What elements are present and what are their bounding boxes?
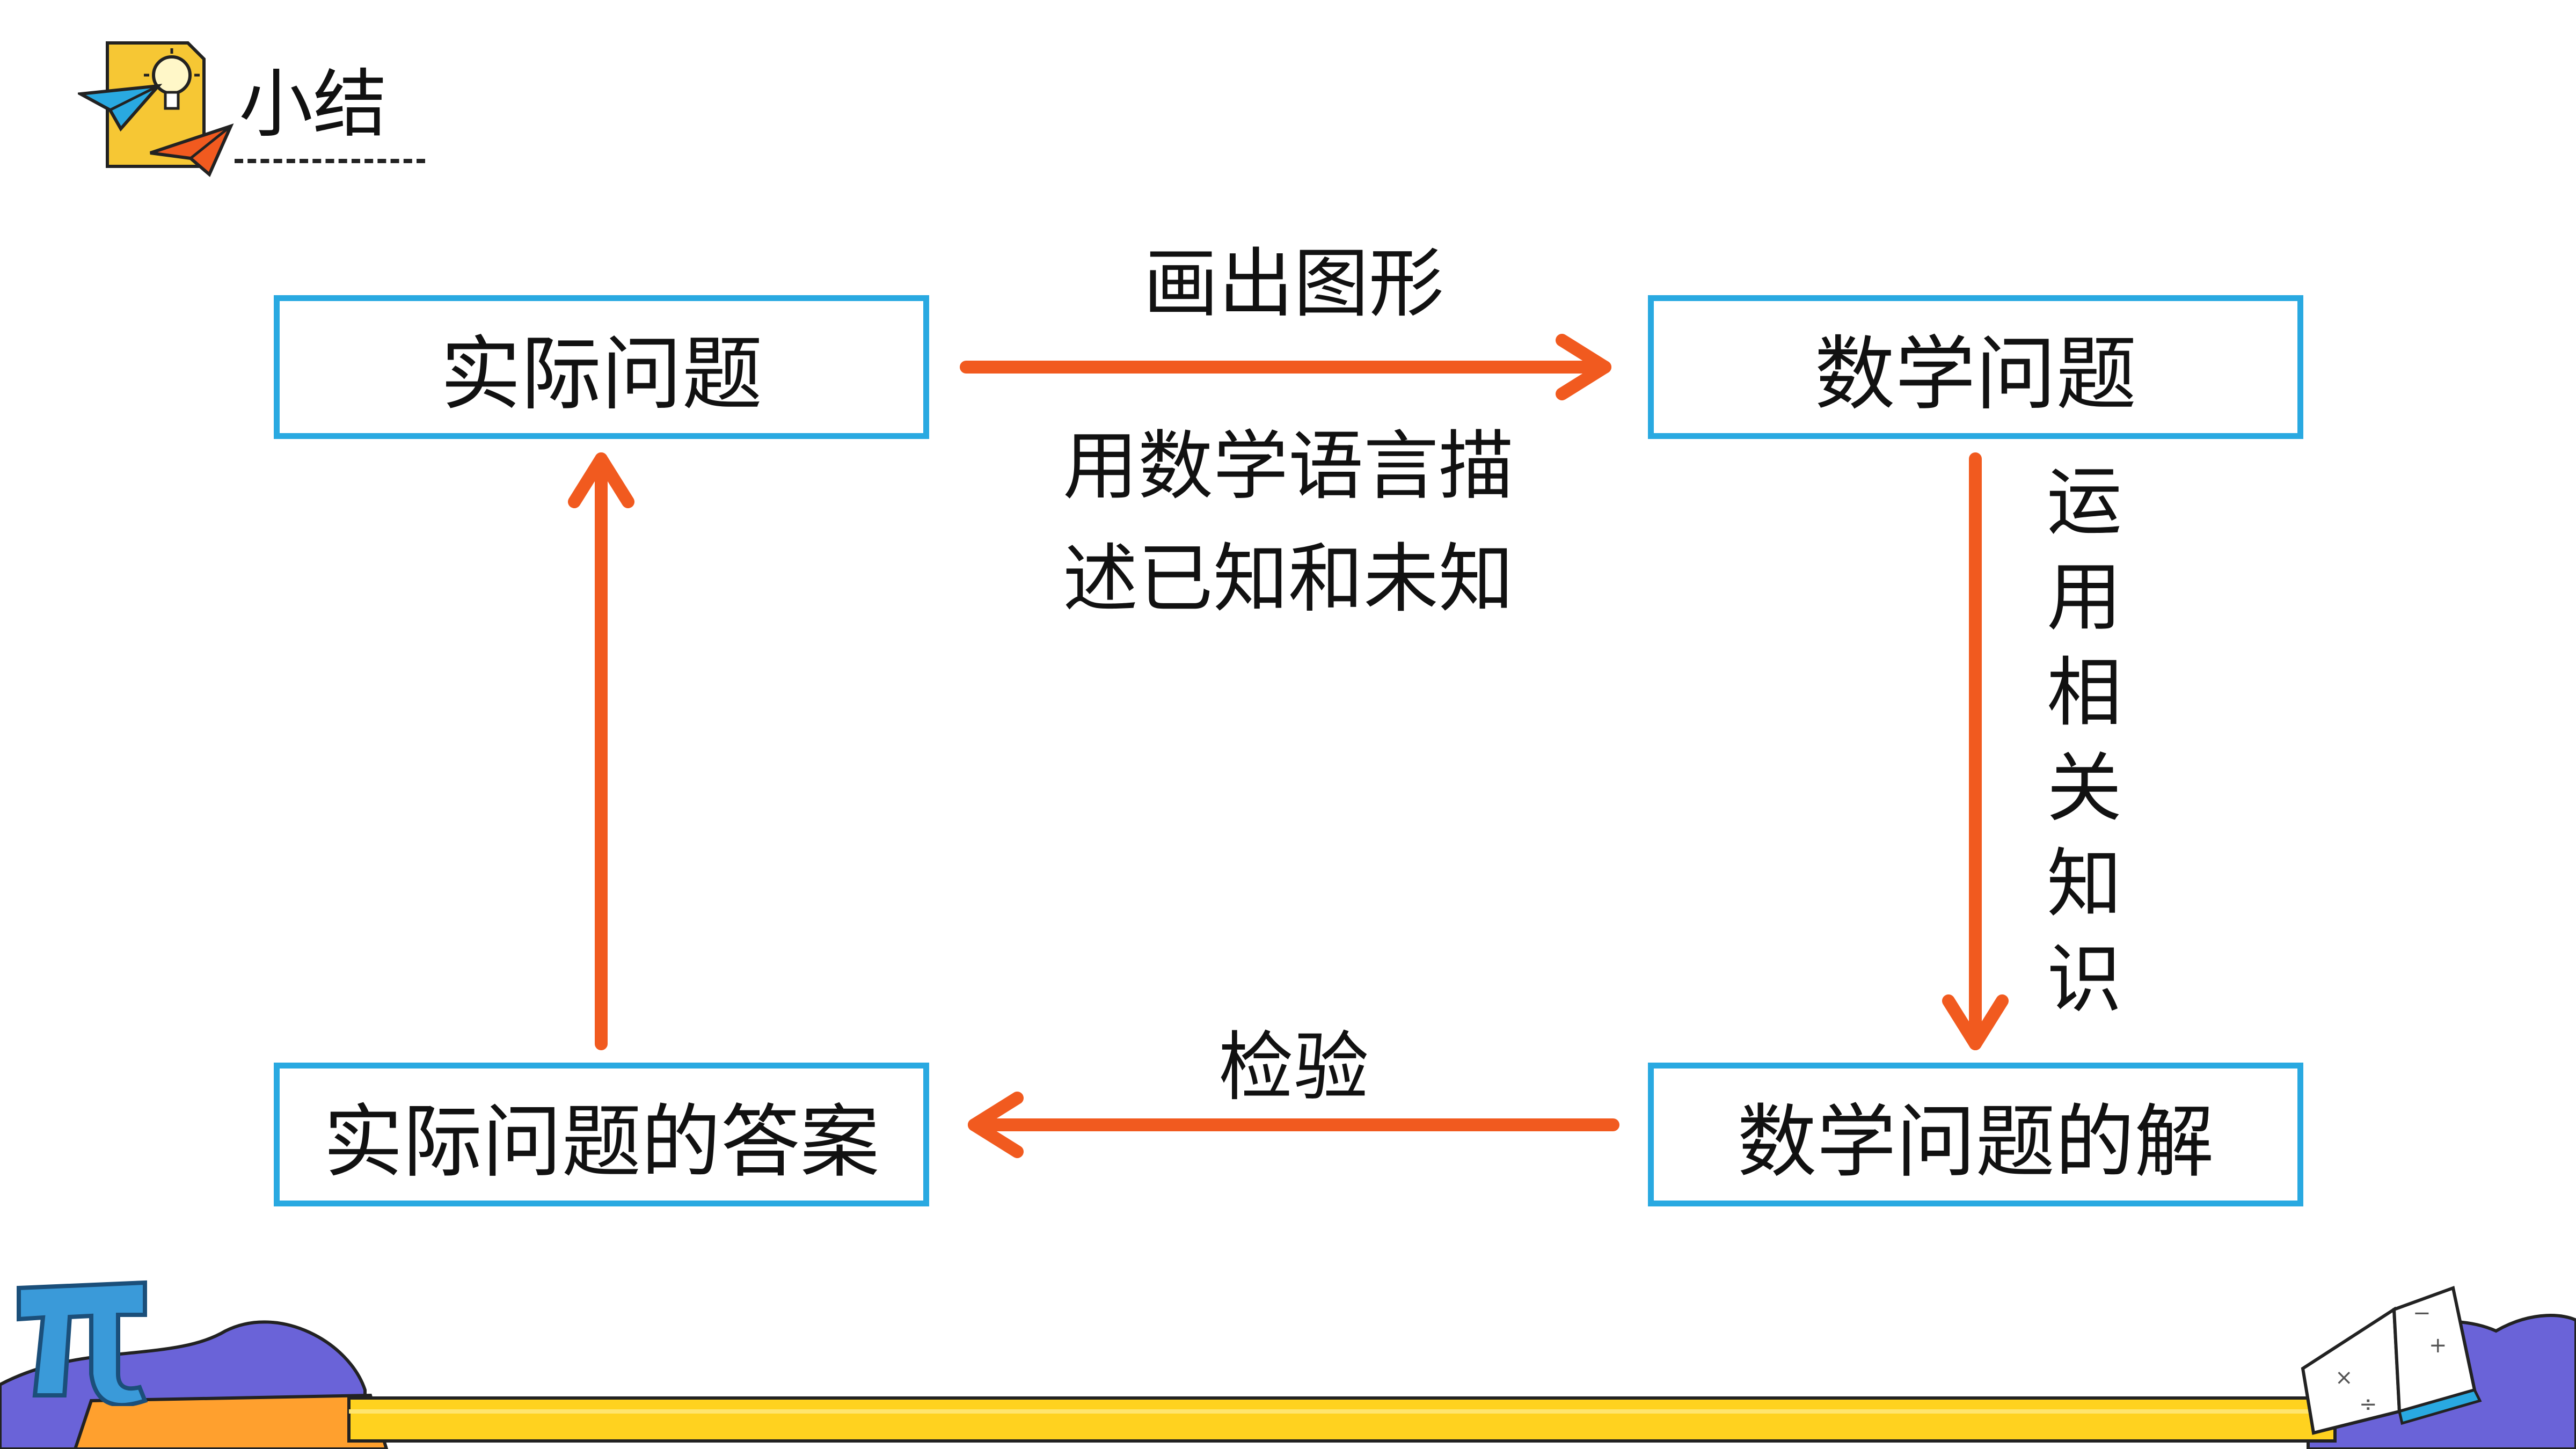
svg-text:−: − (2413, 1301, 2431, 1326)
pi-symbol-icon (17, 1280, 148, 1406)
edge-label-verify: 检验 (1218, 1024, 1369, 1111)
page-title: 小结 (239, 61, 388, 148)
svg-text:÷: ÷ (2359, 1392, 2377, 1417)
arrow-apply-knowledge (1942, 452, 2009, 1050)
edge-label-describe-line2: 述已知和未知 (1062, 536, 1514, 623)
math-problem-box: 数学问题 (1648, 295, 2303, 439)
footer-decoration (0, 1314, 2576, 1449)
practical-answer-box: 实际问题的答案 (274, 1063, 929, 1206)
idea-lightbulb-icon (106, 41, 206, 168)
open-book-icon: × ÷ − + (2301, 1285, 2482, 1435)
practical-problem-box: 实际问题 (274, 295, 929, 439)
paper-plane-icon (150, 123, 234, 177)
edge-label-apply-knowledge: 运用相关知识 (2034, 462, 2121, 1035)
edge-label-draw-figure: 画出图形 (1143, 240, 1444, 328)
arrow-verify (968, 1092, 1619, 1158)
paper-plane-icon (78, 84, 163, 132)
title-underline (235, 159, 425, 163)
svg-text:+: + (2429, 1333, 2447, 1358)
edge-label-describe-line1: 用数学语言描 (1062, 423, 1514, 510)
math-solution-box: 数学问题的解 (1648, 1063, 2303, 1206)
svg-text:×: × (2335, 1365, 2353, 1390)
arrow-draw-figure (960, 334, 1611, 400)
arrow-return (568, 452, 634, 1050)
